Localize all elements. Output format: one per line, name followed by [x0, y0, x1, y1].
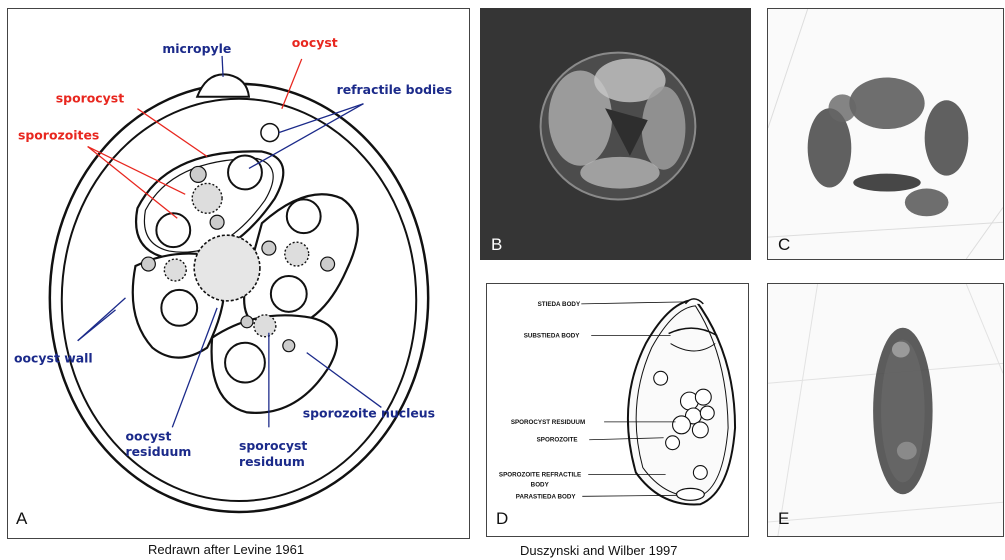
- label-substieda-body: SUBSTIEDA BODY: [524, 333, 581, 340]
- label-sporozoite-nucleus: sporozoite nucleus: [303, 405, 435, 420]
- oocyst-render-c: [768, 9, 1003, 259]
- panel-e-render: E: [767, 283, 1004, 537]
- refractile-body-5: [161, 290, 197, 326]
- panel-d-diagram: STIEDA BODY SUBSTIEDA BODY SPOROCYST RES…: [486, 283, 749, 537]
- panel-b-micrograph: B: [480, 8, 751, 260]
- label-refractile-bodies: refractile bodies: [337, 82, 453, 97]
- panel-e-letter: E: [778, 509, 789, 529]
- panel-a-oocyst-diagram: micropyle oocyst sporocyst refractile bo…: [7, 8, 470, 539]
- label-oocyst-residuum-line2: residuum: [125, 444, 191, 459]
- oocyst-micrograph-b: [481, 9, 750, 259]
- label-sporocyst-residuum-line2: residuum: [239, 454, 305, 469]
- nucleus-5: [141, 257, 155, 271]
- sporocyst-residuum-3: [164, 259, 186, 281]
- nucleus-8: [241, 316, 253, 328]
- label-sporocyst-residuum-line1: sporocyst: [239, 438, 307, 453]
- oocyst-diagram: micropyle oocyst sporocyst refractile bo…: [8, 9, 469, 538]
- caption-levine: Redrawn after Levine 1961: [148, 542, 304, 557]
- micropyle-shape: [197, 74, 249, 96]
- label-oocyst-residuum-line1: oocyst: [125, 428, 171, 443]
- label-refractile-body-line2: BODY: [531, 481, 550, 488]
- oocyst-refractile-body: [261, 124, 279, 142]
- label-oocyst-wall: oocyst wall: [14, 351, 93, 366]
- nucleus-7: [283, 340, 295, 352]
- sporocyst-residuum-1: [192, 183, 222, 213]
- refractile-body-3: [287, 199, 321, 233]
- nucleus-1: [190, 166, 206, 182]
- refractile-body-6: [225, 343, 265, 383]
- label-micropyle: micropyle: [162, 41, 231, 56]
- label-sporozoites: sporozoites: [18, 128, 99, 143]
- panel-b-letter: B: [491, 235, 502, 255]
- sporocyst-residuum-4: [254, 315, 276, 337]
- oocyst-residuum: [194, 235, 260, 301]
- label-oocyst: oocyst: [292, 35, 338, 50]
- refractile-body-4: [271, 276, 307, 312]
- label-stieda-body: STIEDA BODY: [538, 301, 581, 308]
- panel-a-letter: A: [16, 509, 27, 529]
- panel-c-letter: C: [778, 235, 790, 255]
- panel-c-render: C: [767, 8, 1004, 260]
- panel-d-letter: D: [496, 509, 508, 529]
- nucleus-3: [262, 241, 276, 255]
- caption-duszynski: Duszynski and Wilber 1997: [520, 543, 678, 558]
- label-parastieda-body: PARASTIEDA BODY: [516, 493, 577, 500]
- label-sporozoite: SPOROZOITE: [537, 437, 578, 444]
- oocyst-diagram-d: STIEDA BODY SUBSTIEDA BODY SPOROCYST RES…: [487, 284, 748, 536]
- label-sporocyst: sporocyst: [56, 91, 124, 106]
- nucleus-2: [210, 215, 224, 229]
- sporocyst-residuum-2: [285, 242, 309, 266]
- refractile-body-2: [156, 213, 190, 247]
- label-refractile-body-line1: SPOROZOITE REFRACTILE: [499, 471, 581, 478]
- nucleus-4: [321, 257, 335, 271]
- label-sporocyst-residuum: SPOROCYST RESIDUUM: [511, 419, 585, 426]
- refractile-body-1: [228, 156, 262, 190]
- oocyst-render-e: [768, 284, 1003, 536]
